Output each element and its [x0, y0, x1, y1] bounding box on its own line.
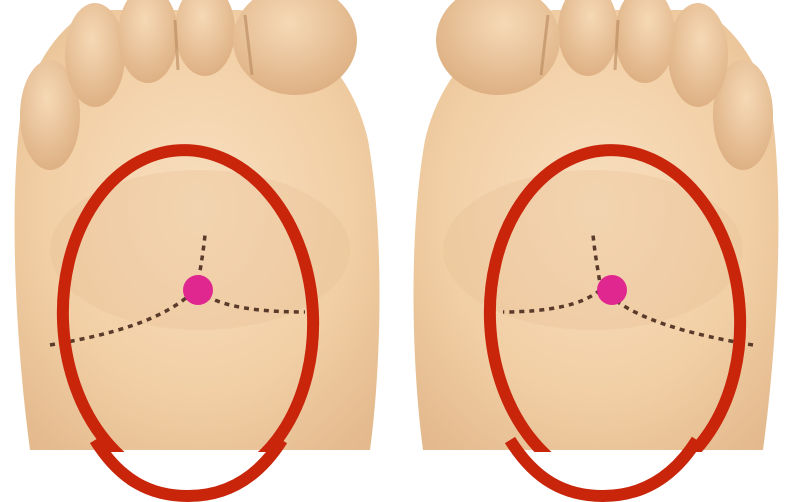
right-toe-4	[668, 3, 728, 107]
right-foot	[414, 0, 779, 492]
left-foot	[15, 0, 380, 492]
left-acupoint-dot	[183, 275, 213, 305]
left-toe-4	[65, 3, 125, 107]
right-acupoint-dot	[597, 275, 627, 305]
